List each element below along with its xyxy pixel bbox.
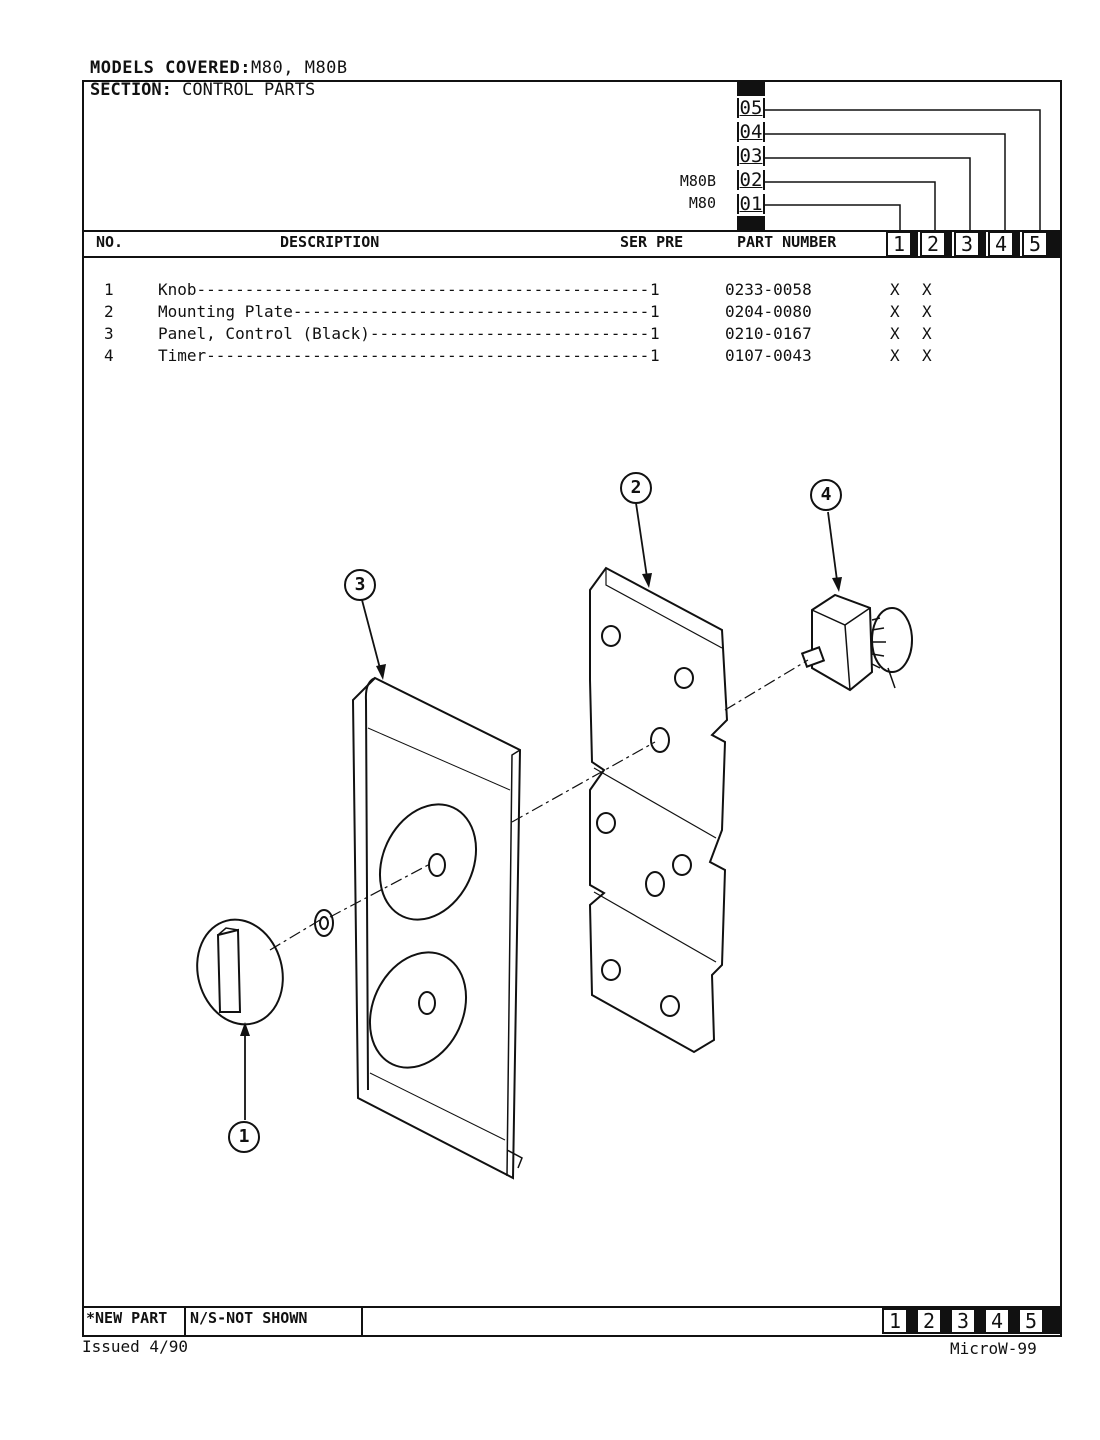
column-number-1: 1 bbox=[886, 231, 912, 257]
part-row-4-qty: 1 bbox=[650, 346, 660, 365]
column-number-spacer bbox=[912, 231, 918, 257]
column-number-spacer bbox=[1014, 231, 1020, 257]
page-frame bbox=[82, 80, 1062, 1337]
footer-bar bbox=[82, 1306, 1062, 1337]
part-row-1-part-number: 0233-0058 bbox=[725, 280, 812, 299]
models-covered-value: M80, M80B bbox=[251, 58, 348, 78]
model-code-02: 02 bbox=[737, 170, 765, 190]
model-code-03: 03 bbox=[737, 146, 765, 166]
footer-column-spacer bbox=[942, 1308, 950, 1334]
part-row-1-description: Knob------------------------------------… bbox=[158, 280, 650, 299]
model-code-05: 05 bbox=[737, 98, 765, 118]
issued-date: Issued 4/90 bbox=[82, 1337, 188, 1356]
section-value: CONTROL PARTS bbox=[182, 80, 316, 100]
part-row-4-mark-2: X bbox=[922, 346, 932, 365]
footer-column-spacer bbox=[908, 1308, 916, 1334]
column-number-spacer bbox=[946, 231, 952, 257]
control-panel-part bbox=[351, 676, 523, 1180]
footer-column-1: 1 bbox=[882, 1308, 908, 1334]
column-header-bar bbox=[82, 230, 1062, 258]
part-row-3-mark-1: X bbox=[890, 324, 900, 343]
part-row-4-mark-1: X bbox=[890, 346, 900, 365]
callout-1: 1 bbox=[228, 1121, 260, 1153]
part-row-3-description: Panel, Control (Black)------------------… bbox=[158, 324, 650, 343]
footer-column-3: 3 bbox=[950, 1308, 976, 1334]
column-ser-pre: SER PRE bbox=[620, 233, 684, 251]
part-row-4-no: 4 bbox=[104, 346, 114, 365]
code-ladder-connectors bbox=[765, 109, 1041, 230]
column-number-4: 4 bbox=[988, 231, 1014, 257]
footer-column-spacer bbox=[1010, 1308, 1018, 1334]
part-row-2-mark-2: X bbox=[922, 302, 932, 321]
part-row-3-qty: 1 bbox=[650, 324, 660, 343]
column-number-3: 3 bbox=[954, 231, 980, 257]
footer-divider bbox=[361, 1306, 363, 1337]
code-ladder-cap-bottom bbox=[737, 216, 765, 230]
part-row-2-qty: 1 bbox=[650, 302, 660, 321]
models-covered: MODELS COVERED:M80, M80B bbox=[90, 58, 348, 78]
section-label: SECTION: bbox=[90, 80, 172, 100]
column-number-2: 2 bbox=[920, 231, 946, 257]
footer-not-shown: N/S-NOT SHOWN bbox=[190, 1309, 308, 1327]
code-ladder-cap-top bbox=[737, 82, 765, 96]
part-row-1-mark-1: X bbox=[890, 280, 900, 299]
column-description: DESCRIPTION bbox=[280, 233, 380, 251]
callout-leaders bbox=[244, 502, 839, 1120]
part-row-3-part-number: 0210-0167 bbox=[725, 324, 812, 343]
model-label-m80: M80 bbox=[688, 194, 716, 212]
part-row-2-part-number: 0204-0080 bbox=[725, 302, 812, 321]
part-row-1-mark-2: X bbox=[922, 280, 932, 299]
assembly-axis-lines bbox=[269, 659, 809, 951]
callout-arrowheads bbox=[240, 573, 842, 1036]
washer-part bbox=[314, 909, 334, 937]
section-title: SECTION: CONTROL PARTS bbox=[90, 80, 315, 100]
part-row-1-qty: 1 bbox=[650, 280, 660, 299]
model-code-04: 04 bbox=[737, 122, 765, 142]
column-number-5: 5 bbox=[1022, 231, 1048, 257]
part-row-2-description: Mounting Plate--------------------------… bbox=[158, 302, 650, 321]
page-reference: MicroW-99 bbox=[950, 1339, 1037, 1358]
part-row-3-no: 3 bbox=[104, 324, 114, 343]
footer-column-5: 5 bbox=[1018, 1308, 1044, 1334]
timer-part bbox=[800, 593, 913, 692]
part-row-2-mark-1: X bbox=[890, 302, 900, 321]
callout-3: 3 bbox=[344, 569, 376, 601]
column-number-spacer bbox=[980, 231, 986, 257]
callout-2: 2 bbox=[620, 472, 652, 504]
mounting-plate-part bbox=[588, 566, 729, 1054]
part-row-2-no: 2 bbox=[104, 302, 114, 321]
footer-column-spacer bbox=[976, 1308, 984, 1334]
model-code-01: 01 bbox=[737, 194, 765, 214]
part-row-1-no: 1 bbox=[104, 280, 114, 299]
footer-column-spacer bbox=[1044, 1308, 1060, 1334]
part-row-4-description: Timer-----------------------------------… bbox=[158, 346, 650, 365]
footer-column-2: 2 bbox=[916, 1308, 942, 1334]
footer-new-part: *NEW PART bbox=[86, 1309, 168, 1327]
column-no: NO. bbox=[96, 233, 124, 251]
model-label-m80b: M80B bbox=[679, 172, 716, 190]
knob-part bbox=[196, 918, 284, 1026]
footer-divider bbox=[184, 1306, 186, 1337]
part-row-4-part-number: 0107-0043 bbox=[725, 346, 812, 365]
part-row-3-mark-2: X bbox=[922, 324, 932, 343]
models-covered-label: MODELS COVERED: bbox=[90, 58, 252, 78]
column-part-number: PART NUMBER bbox=[737, 233, 837, 251]
column-number-spacer bbox=[1048, 231, 1060, 257]
footer-column-4: 4 bbox=[984, 1308, 1010, 1334]
callout-4: 4 bbox=[810, 479, 842, 511]
